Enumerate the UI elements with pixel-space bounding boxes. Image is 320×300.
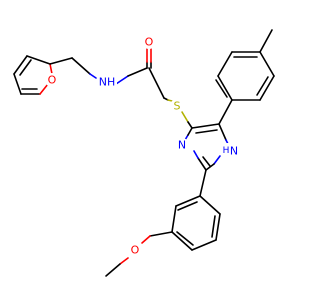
imidazole-h-label: H xyxy=(223,146,230,156)
furan-ring xyxy=(13,55,53,95)
imidazole-nitrogen-label: N xyxy=(178,139,186,152)
atom-furan-o: O xyxy=(45,73,59,87)
furan-oxygen-label: O xyxy=(48,74,57,87)
atom-imidazole-nh: H N xyxy=(222,143,240,158)
atom-carbonyl-o: O xyxy=(142,35,156,49)
structure-drawing: O O NH S N H N O xyxy=(13,29,275,277)
amide-group xyxy=(115,47,165,99)
tolyl-ring xyxy=(215,29,275,125)
atom-methoxy-o: O xyxy=(128,243,142,257)
methoxy-oxygen-label: O xyxy=(131,244,140,257)
thioether xyxy=(163,97,193,129)
molecule-diagram: O O NH S N H N O xyxy=(13,29,275,277)
atom-amide-nh: NH xyxy=(97,75,117,90)
carbonyl-oxygen-label: O xyxy=(145,36,154,49)
methylene-linker xyxy=(49,57,97,79)
imidazole-nh-nitrogen-label: N xyxy=(230,145,238,158)
amide-nh-label: NH xyxy=(99,76,116,89)
sulfur-label: S xyxy=(174,100,181,113)
atom-imidazole-n: N xyxy=(175,138,189,152)
atom-thioether-s: S xyxy=(170,99,184,113)
methoxyphenyl-ring xyxy=(105,169,221,277)
